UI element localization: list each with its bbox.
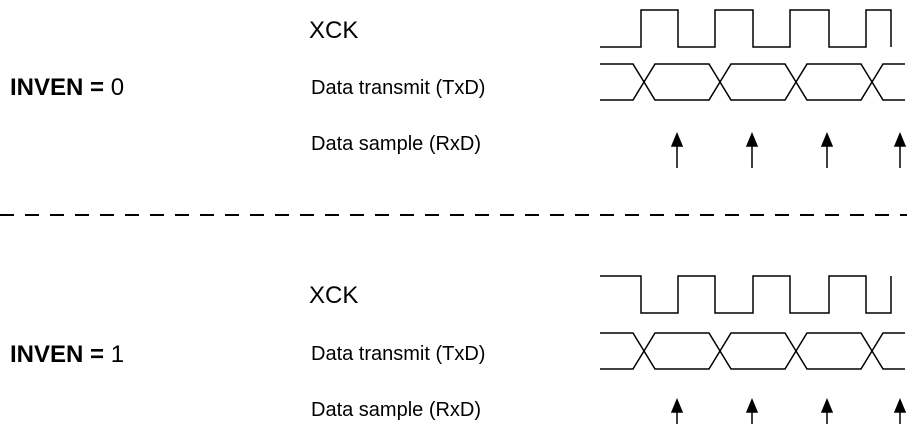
bottom-inven-label: INVEN = 1	[10, 341, 124, 369]
bottom-sample-arrow-3	[820, 398, 834, 424]
top-sample-arrow-2	[745, 132, 759, 168]
top-txd-waveform	[600, 63, 905, 101]
bottom-txd-waveform	[600, 332, 905, 370]
bottom-inven-value: 1	[110, 341, 125, 368]
top-sample-arrow-3	[820, 132, 834, 168]
top-xck-waveform	[600, 9, 892, 48]
bottom-xck-waveform	[600, 275, 892, 314]
top-xck-label: XCK	[309, 17, 359, 44]
bottom-txd-label: Data transmit (TxD)	[311, 343, 486, 365]
top-sample-arrow-4	[893, 132, 907, 168]
bottom-xck-label: XCK	[309, 282, 359, 309]
top-sample-arrows	[670, 132, 907, 168]
top-sample-arrow-1	[670, 132, 684, 168]
top-inven-label: INVEN = 0	[10, 74, 124, 102]
bottom-rxd-label: Data sample (RxD)	[311, 399, 482, 421]
top-txd-label: Data transmit (TxD)	[311, 77, 486, 99]
bottom-inven-key: INVEN =	[10, 341, 105, 368]
top-inven-key: INVEN =	[10, 74, 105, 101]
bottom-sample-arrow-1	[670, 398, 684, 424]
top-rxd-label: Data sample (RxD)	[311, 133, 482, 155]
bottom-sample-arrow-4	[893, 398, 907, 424]
top-inven-value: 0	[110, 74, 125, 101]
bottom-sample-arrow-2	[745, 398, 759, 424]
bottom-sample-arrows	[670, 398, 907, 424]
